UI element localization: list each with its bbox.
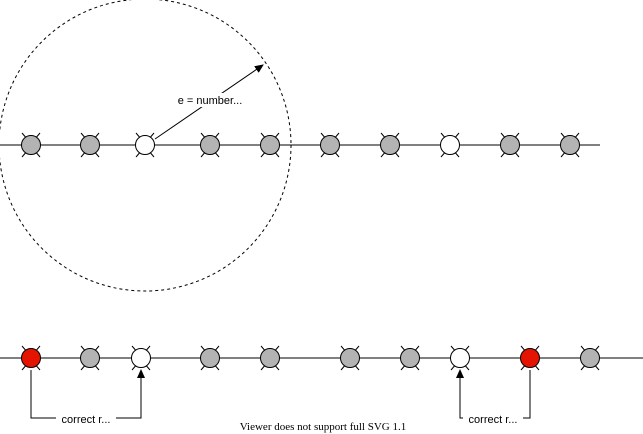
bottom-row-node-circle-gray — [580, 348, 600, 368]
bottom-row-node-circle-white — [131, 348, 151, 368]
connector-right-label: correct r... — [469, 414, 518, 426]
top-row-node — [440, 132, 460, 158]
top-row-node — [380, 132, 400, 158]
bottom-row-nodes — [21, 345, 600, 371]
top-row-node-circle-gray — [260, 135, 280, 155]
connector-left — [30, 369, 145, 419]
connector-left-label: correct r... — [62, 414, 111, 426]
top-row-node-circle-white — [440, 135, 460, 155]
bottom-row-node-circle-red — [21, 348, 41, 368]
bottom-row-node — [580, 345, 600, 371]
bottom-row-node-circle-gray — [80, 348, 100, 368]
bottom-row-node — [400, 345, 420, 371]
top-row-node-circle-white — [135, 135, 155, 155]
top-row-node-circle-gray — [560, 135, 580, 155]
bottom-row-node-circle-white — [450, 348, 470, 368]
top-row-node — [260, 132, 280, 158]
connector-right-label-bg — [463, 412, 523, 426]
top-row-nodes — [21, 132, 580, 158]
connector-left-label-bg — [56, 412, 116, 426]
footer-note: Viewer does not support full SVG 1.1 — [240, 421, 406, 433]
bottom-row-node — [21, 345, 41, 371]
top-row-node — [560, 132, 580, 158]
top-row-node — [320, 132, 340, 158]
bottom-row-node — [200, 345, 220, 371]
top-row-node — [21, 132, 41, 158]
bottom-row-node — [450, 345, 470, 371]
bottom-row-node-circle-red — [520, 348, 540, 368]
top-row-node-circle-gray — [80, 135, 100, 155]
top-row-node — [80, 132, 100, 158]
bottom-row-node — [520, 345, 540, 371]
top-row-node-circle-gray — [380, 135, 400, 155]
bottom-row-node — [340, 345, 360, 371]
bottom-row-node-circle-gray — [260, 348, 280, 368]
top-row-node — [200, 132, 220, 158]
top-row-node-circle-gray — [21, 135, 41, 155]
top-row-node-circle-gray — [500, 135, 520, 155]
radius-label-bg — [172, 93, 248, 107]
bottom-row-node — [80, 345, 100, 371]
top-row-node — [500, 132, 520, 158]
top-row-node — [135, 132, 155, 158]
top-row-node-circle-gray — [320, 135, 340, 155]
top-row-node-circle-gray — [200, 135, 220, 155]
connector-right — [456, 369, 531, 419]
bottom-row-node — [260, 345, 280, 371]
bottom-row-node-circle-gray — [200, 348, 220, 368]
bottom-row-node-circle-gray — [340, 348, 360, 368]
radius-label: e = number... — [178, 95, 243, 107]
bottom-row-node — [131, 345, 151, 371]
bottom-row-node-circle-gray — [400, 348, 420, 368]
